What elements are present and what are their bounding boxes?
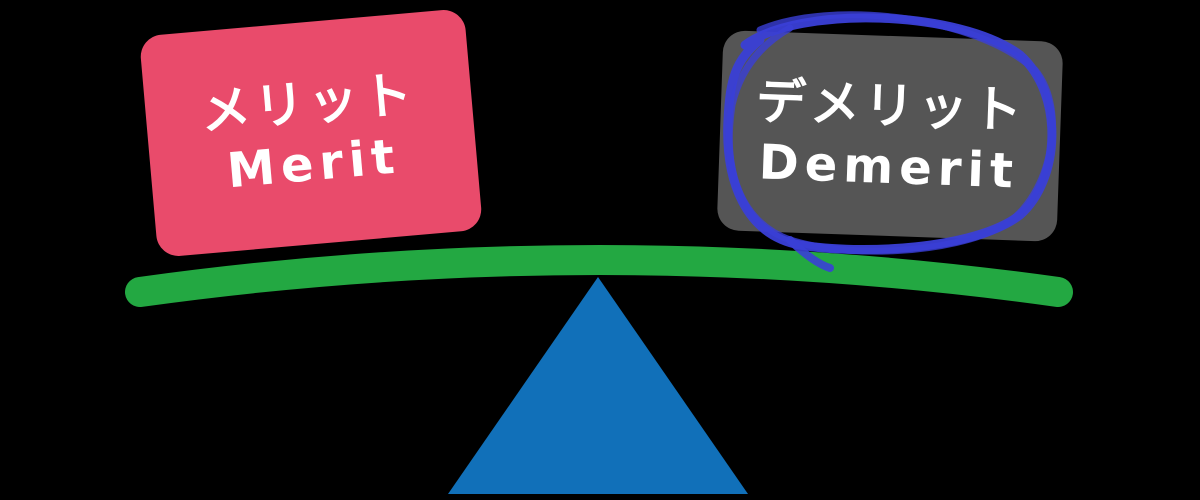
highlight-stroke-2 <box>725 11 1056 255</box>
highlight-stroke-1 <box>723 13 1057 255</box>
seesaw-beam <box>125 245 1073 307</box>
fulcrum-triangle <box>448 277 748 494</box>
highlight-stroke-3 <box>786 236 834 272</box>
